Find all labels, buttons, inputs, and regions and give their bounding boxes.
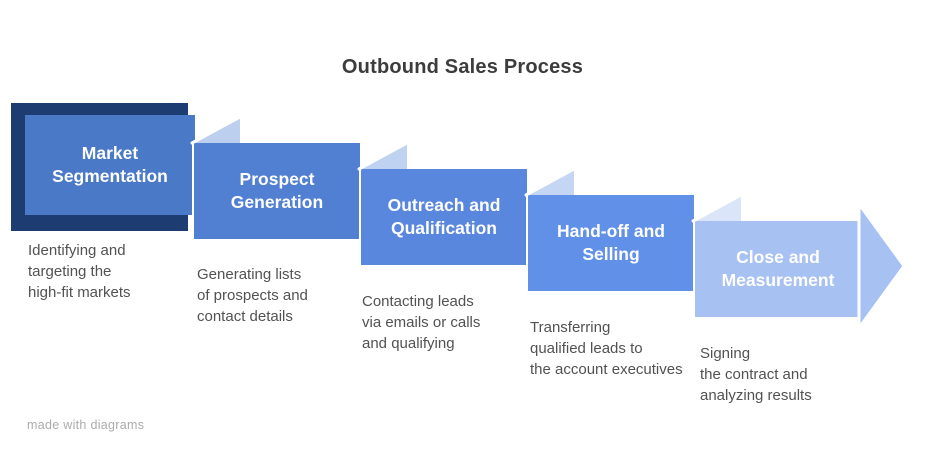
description-line: Transferring <box>530 319 611 336</box>
step-label: Outreach and Qualification <box>387 195 501 238</box>
description-line: Contacting leads <box>362 293 474 310</box>
description-line: high-fit markets <box>28 284 131 301</box>
fold-crease-3 <box>524 167 576 197</box>
step-description-prospect-generation: Generating lists of prospects and contac… <box>197 264 362 327</box>
step-description-market-segmentation: Identifying and targeting the high-fit m… <box>28 240 193 303</box>
arrow-head-icon <box>857 202 906 330</box>
description-line: and qualifying <box>362 335 455 352</box>
description-line: the contract and <box>700 366 808 383</box>
step-outreach-qualification: Outreach and Qualification <box>359 167 529 267</box>
description-line: targeting the <box>28 263 112 280</box>
fold-crease-2 <box>357 141 409 171</box>
description-line: Signing <box>700 345 751 362</box>
description-line: the account executives <box>530 361 683 378</box>
step-prospect-generation: Prospect Generation <box>192 141 362 241</box>
step-label: Hand-off and Selling <box>557 221 665 264</box>
step-close-measurement: Close and Measurement <box>693 219 863 319</box>
fold-crease-4 <box>691 193 743 223</box>
step-description-close-measurement: Signing the contract and analyzing resul… <box>700 343 870 406</box>
description-line: qualified leads to <box>530 340 643 357</box>
description-line: via emails or calls <box>362 314 481 331</box>
watermark: made with diagrams <box>27 418 145 432</box>
diagram-title: Outbound Sales Process <box>341 56 584 78</box>
description-line: Identifying and <box>28 242 126 259</box>
fold-1 <box>192 117 240 143</box>
description-line: analyzing results <box>700 387 812 404</box>
step-label: Prospect Generation <box>230 169 324 212</box>
description-line: of prospects and <box>197 287 308 304</box>
description-line: Generating lists <box>197 266 302 283</box>
fold-crease-1 <box>190 115 242 145</box>
step-label: Market Segmentation <box>52 143 168 186</box>
step-description-handoff-selling: Transferring qualified leads to the acco… <box>530 317 705 380</box>
fold-4 <box>693 195 741 221</box>
step-handoff-selling: Hand-off and Selling <box>526 193 696 293</box>
step-label: Close and Measurement <box>721 247 835 290</box>
step-description-outreach-qualification: Contacting leads via emails or calls and… <box>362 291 532 354</box>
fold-3 <box>526 169 574 195</box>
description-line: contact details <box>197 308 293 325</box>
fold-2 <box>359 143 407 169</box>
step-market-segmentation: Market Segmentation <box>25 115 195 215</box>
